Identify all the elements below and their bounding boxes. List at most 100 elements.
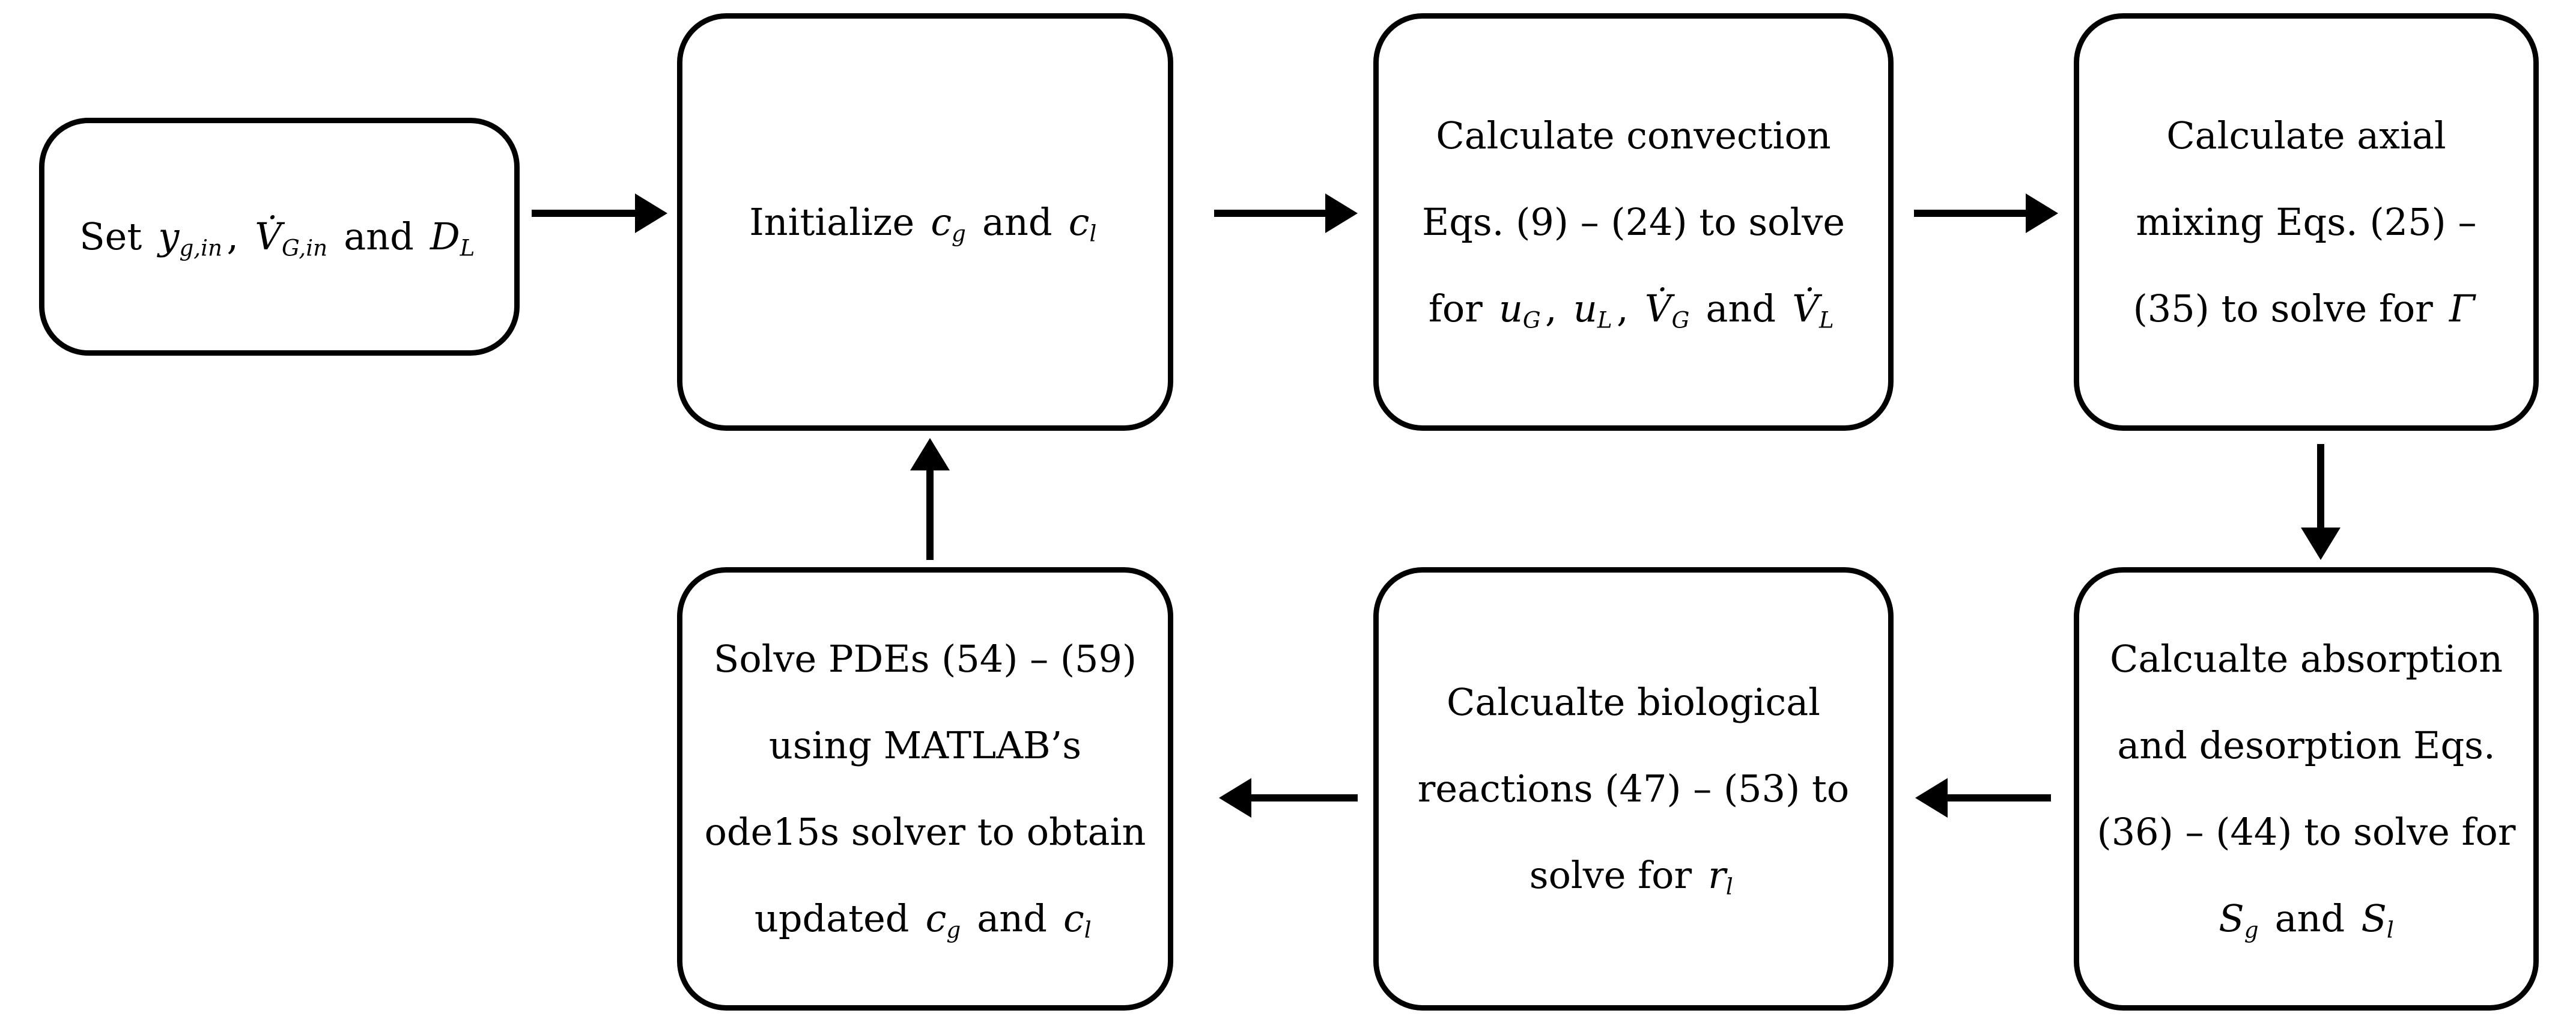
text-segment: Calculate axial: [2166, 113, 2446, 157]
arrow-head-left-icon: [1915, 778, 1948, 818]
math-variable: Sg: [2219, 896, 2259, 943]
math-variable: yg,in: [158, 214, 222, 261]
text-segment: and: [2262, 896, 2357, 940]
box-text-line: using MATLAB’s: [769, 702, 1081, 789]
arrow-absorption-to-biological: [1915, 778, 2051, 818]
box-text-line: updated cg and cl: [755, 875, 1096, 962]
text-segment: and: [332, 214, 426, 258]
box-text-line: Calcualte absorption: [2110, 616, 2503, 702]
box-text-line: ode15s solver to obtain: [705, 789, 1146, 875]
box-text-line: for uG, uL, V̇G and V̇L: [1429, 266, 1838, 352]
arrow-head-down-icon: [2301, 528, 2341, 560]
text-segment: ,: [1545, 286, 1569, 330]
math-variable: DL: [430, 214, 475, 261]
text-segment: updated: [754, 896, 922, 940]
math-variable: Sl: [2361, 896, 2394, 943]
box-text-line: Solve PDEs (54) – (59): [714, 616, 1137, 702]
math-variable: cg: [925, 896, 961, 943]
flow-box-set-inputs: Set yg,in, V̇G,in and DL: [39, 118, 520, 356]
math-subscript: l: [1084, 916, 1092, 943]
arrow-head-up-icon: [910, 438, 950, 470]
text-segment: Set: [79, 214, 154, 258]
arrow-head-right-icon: [635, 193, 667, 233]
math-variable: rl: [1708, 853, 1733, 900]
text-segment: and: [1694, 286, 1788, 330]
math-variable: V̇G,in: [255, 214, 328, 261]
box-text-line: Sg and Sl: [2214, 875, 2398, 962]
box-text-line: (35) to solve for Γ: [2133, 266, 2480, 352]
flow-box-solve-pdes: Solve PDEs (54) – (59) using MATLAB’s ode1…: [677, 567, 1173, 1011]
math-subscript: l: [1725, 873, 1733, 900]
math-subscript: l: [2386, 916, 2394, 943]
arrow-set-to-initialize: [532, 193, 667, 233]
arrow-head-left-icon: [1219, 778, 1251, 818]
text-segment: Calcualte absorption: [2109, 637, 2503, 681]
box-text-line: mixing Eqs. (25) –: [2136, 179, 2477, 266]
math-subscript: g: [2244, 916, 2259, 943]
box-text-line: reactions (47) – (53) to: [1418, 746, 1849, 832]
math-variable: uG: [1498, 286, 1541, 333]
text-segment: mixing Eqs. (25) –: [2136, 199, 2477, 244]
text-segment: for: [1428, 286, 1495, 330]
math-subscript: G,in: [282, 234, 328, 261]
text-segment: (36) – (44) to solve for: [2097, 810, 2516, 854]
box-text-line: Initialize cg and cl: [749, 179, 1101, 266]
text-segment: Initialize: [749, 199, 926, 244]
box-text-line: Calcualte biological: [1447, 659, 1820, 746]
math-subscript: g: [946, 916, 961, 943]
text-segment: and desorption Eqs.: [2117, 723, 2496, 767]
box-text-line: (36) – (44) to solve for: [2097, 789, 2516, 875]
math-subscript: g: [952, 219, 966, 246]
arrow-shaft: [1248, 794, 1358, 801]
math-variable: Γ: [2449, 286, 2475, 330]
flow-box-calculate-axial-mixing: Calculate axial mixing Eqs. (25) – (35) to…: [2074, 13, 2539, 431]
arrow-axial-mixing-to-absorption: [2301, 444, 2341, 560]
math-subscript: L: [460, 234, 475, 261]
flow-box-calculate-absorption-desorption: Calcualte absorption and desorption Eqs. (…: [2074, 567, 2539, 1011]
text-segment: and: [970, 199, 1065, 244]
arrow-shaft: [926, 467, 934, 560]
box-text-line: solve for rl: [1530, 832, 1737, 919]
math-subscript: G: [1671, 306, 1690, 333]
box-text-line: and desorption Eqs.: [2117, 702, 2495, 789]
text-segment: solve for: [1529, 853, 1704, 897]
text-segment: Calcualte biological: [1446, 680, 1821, 724]
math-subscript: G: [1522, 306, 1541, 333]
text-segment: ,: [1616, 286, 1641, 330]
arrow-convection-to-axial-mixing: [1914, 193, 2058, 233]
math-subscript: g,in: [179, 234, 222, 261]
text-segment: reactions (47) – (53) to: [1417, 767, 1850, 811]
text-segment: and: [965, 896, 1059, 940]
text-segment: ,: [226, 214, 251, 258]
flow-box-calculate-biological-reactions: Calcualte biological reactions (47) – (53…: [1373, 567, 1894, 1011]
text-segment: ode15s solver to obtain: [704, 810, 1146, 854]
arrow-head-right-icon: [1325, 193, 1358, 233]
arrow-shaft: [1914, 210, 2029, 217]
arrow-shaft: [532, 210, 639, 217]
math-variable: cl: [1068, 199, 1097, 246]
text-segment: using MATLAB’s: [768, 723, 1082, 767]
math-subscript: L: [1597, 306, 1612, 333]
math-variable: V̇L: [1792, 286, 1834, 333]
math-subscript: L: [1818, 306, 1834, 333]
box-text-line: Set yg,in, V̇G,in and DL: [79, 193, 479, 280]
box-text-line: Eqs. (9) – (24) to solve: [1422, 179, 1845, 266]
arrow-shaft: [1214, 210, 1329, 217]
arrow-initialize-to-convection: [1214, 193, 1358, 233]
arrow-solve-pdes-to-initialize: [910, 438, 950, 560]
math-variable: cg: [931, 199, 966, 246]
arrow-shaft: [2317, 444, 2324, 531]
text-segment: Calculate convection: [1436, 113, 1831, 157]
arrow-biological-to-solve-pdes: [1219, 778, 1358, 818]
arrow-head-right-icon: [2026, 193, 2058, 233]
flow-box-initialize-concentrations: Initialize cg and cl: [677, 13, 1173, 431]
arrow-shaft: [1944, 794, 2051, 801]
math-variable: uL: [1573, 286, 1612, 333]
math-subscript: l: [1089, 219, 1097, 246]
math-variable: V̇G: [1644, 286, 1690, 333]
text-segment: Solve PDEs (54) – (59): [713, 637, 1137, 681]
box-text-line: Calculate convection: [1436, 93, 1830, 179]
text-segment: (35) to solve for: [2133, 286, 2445, 330]
